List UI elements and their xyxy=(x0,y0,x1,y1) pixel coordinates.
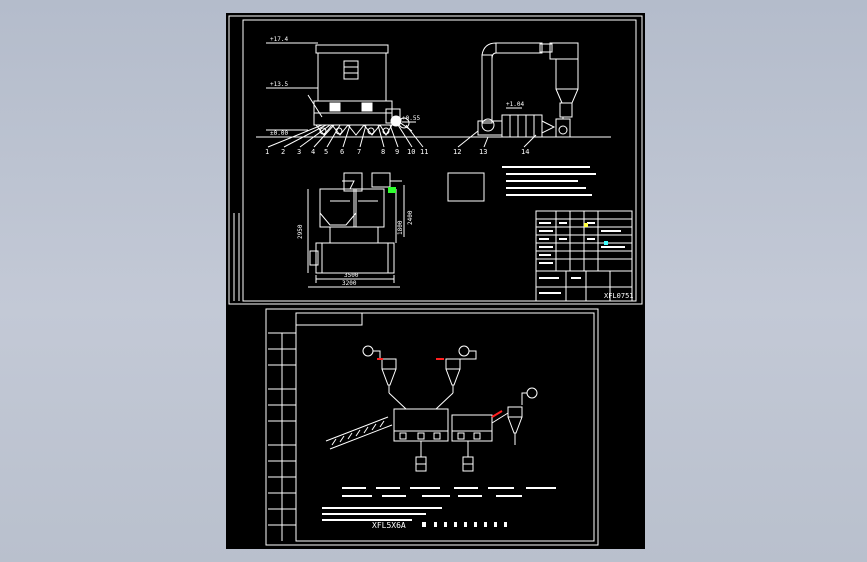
balloon-13: 13 xyxy=(479,148,487,156)
cyclone-unit-2 xyxy=(445,345,477,393)
balloon-3: 3 xyxy=(297,148,301,156)
dryer-filter-house xyxy=(307,44,413,136)
elevation-label-2: +13.5 xyxy=(270,81,288,88)
dimension-right: 2400 xyxy=(407,210,414,225)
technical-notes xyxy=(502,166,596,196)
balloon-5: 5 xyxy=(324,148,328,156)
balloon-7: 7 xyxy=(357,148,361,156)
balloon-6: 6 xyxy=(340,148,344,156)
lower-title: XFL5X6A xyxy=(372,521,406,530)
balloon-2: 2 xyxy=(281,148,285,156)
lower-legend-rows xyxy=(322,487,556,521)
block-13 xyxy=(447,172,485,202)
dimension-overall: 3200 xyxy=(342,280,357,287)
product-containers xyxy=(415,441,474,472)
balloon-10: 10 xyxy=(407,148,415,156)
cyclone-unit-1 xyxy=(362,345,397,393)
cad-drawing: +17.4 +13.5 ±0.00 +0.55 +1.04 1 2 3 4 5 … xyxy=(228,15,643,546)
balloon-9: 9 xyxy=(395,148,399,156)
elevation-label-5: +1.04 xyxy=(506,101,524,108)
upper-sheet xyxy=(228,15,643,305)
lower-tab xyxy=(296,312,363,326)
upper-sheet-inner-frame xyxy=(242,19,637,302)
dimension-width: 3500 xyxy=(344,272,359,279)
lower-sheet-frame xyxy=(295,312,595,542)
side-view xyxy=(307,172,405,288)
dryer-bed-main xyxy=(388,392,454,442)
balloon-12: 12 xyxy=(453,148,461,156)
lower-sheet xyxy=(265,308,599,546)
balloon-4: 4 xyxy=(311,148,315,156)
upper-labels: +17.4 +13.5 ±0.00 +0.55 +1.04 1 2 3 4 5 … xyxy=(265,36,634,300)
cad-viewport[interactable]: +17.4 +13.5 ±0.00 +0.55 +1.04 1 2 3 4 5 … xyxy=(226,13,645,549)
elevation-label-4: +0.55 xyxy=(402,115,420,122)
upper-sheet-outer-border xyxy=(228,15,643,305)
dimension-mid: 1800 xyxy=(397,220,404,235)
cyclone-unit-3 xyxy=(507,387,538,445)
lower-side-table xyxy=(268,332,296,541)
flow-accents xyxy=(377,187,608,418)
balloon-14: 14 xyxy=(521,148,529,156)
elevation-label-1: +17.4 xyxy=(270,36,288,43)
dimension-height: 2950 xyxy=(297,224,304,239)
elevation-label-3: ±0.00 xyxy=(270,130,288,137)
elevation-markers xyxy=(266,42,522,131)
cyclone-duct-system xyxy=(477,42,579,138)
dryer-bed-secondary xyxy=(451,412,509,442)
balloon-8: 8 xyxy=(381,148,385,156)
lower-sheet-border xyxy=(265,308,599,546)
drawing-number: XFL0751 xyxy=(604,292,634,300)
title-block-entries xyxy=(539,222,625,294)
balloon-11: 11 xyxy=(420,148,428,156)
balloon-1: 1 xyxy=(265,148,269,156)
lower-title-marks xyxy=(422,522,507,527)
balloon-leaders xyxy=(267,124,537,148)
screw-conveyor xyxy=(325,416,393,450)
